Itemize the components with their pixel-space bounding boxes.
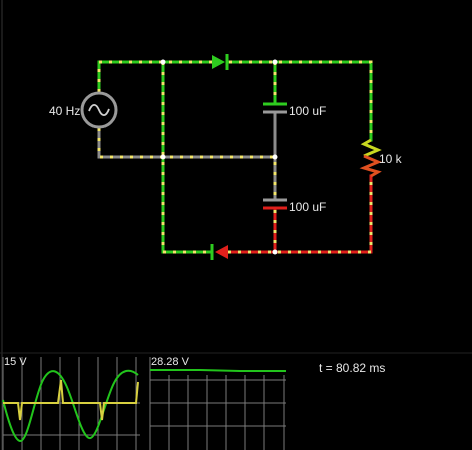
wire-bottom-rail[interactable] <box>226 174 373 254</box>
circuit-nodes <box>160 59 278 255</box>
capacitor-upper-icon[interactable] <box>263 102 287 114</box>
wire-mid-node[interactable] <box>97 126 277 159</box>
scope-1-trace-sine <box>2 369 139 442</box>
ac-sine-source-icon[interactable] <box>80 91 118 129</box>
capacitor-lower-label: 100 uF <box>289 200 327 214</box>
resistor-label: 10 k <box>379 152 402 166</box>
diode-right-icon[interactable] <box>212 54 229 70</box>
time-readout: t = 80.82 ms <box>319 361 386 375</box>
scope-1-scale-label: 15 V <box>4 356 27 368</box>
capacitor-lower-icon[interactable] <box>263 198 287 210</box>
wire-top-rail-right[interactable] <box>228 60 373 142</box>
source-frequency-label: 40 Hz <box>49 104 81 118</box>
scope-1[interactable] <box>2 357 140 450</box>
scope-2-grid <box>149 357 286 450</box>
resistor-icon[interactable] <box>359 138 382 178</box>
scope-2[interactable] <box>149 357 286 450</box>
capacitor-upper-label: 100 uF <box>289 104 327 118</box>
current-dots <box>97 60 373 254</box>
diode-left-icon[interactable] <box>210 244 228 260</box>
scope-1-trace-diode <box>3 379 139 421</box>
scope-2-scale-label: 28.28 V <box>151 356 189 368</box>
wire-source-top[interactable] <box>97 60 165 94</box>
circuit-wires[interactable] <box>97 60 373 254</box>
scope-2-trace <box>150 369 286 372</box>
